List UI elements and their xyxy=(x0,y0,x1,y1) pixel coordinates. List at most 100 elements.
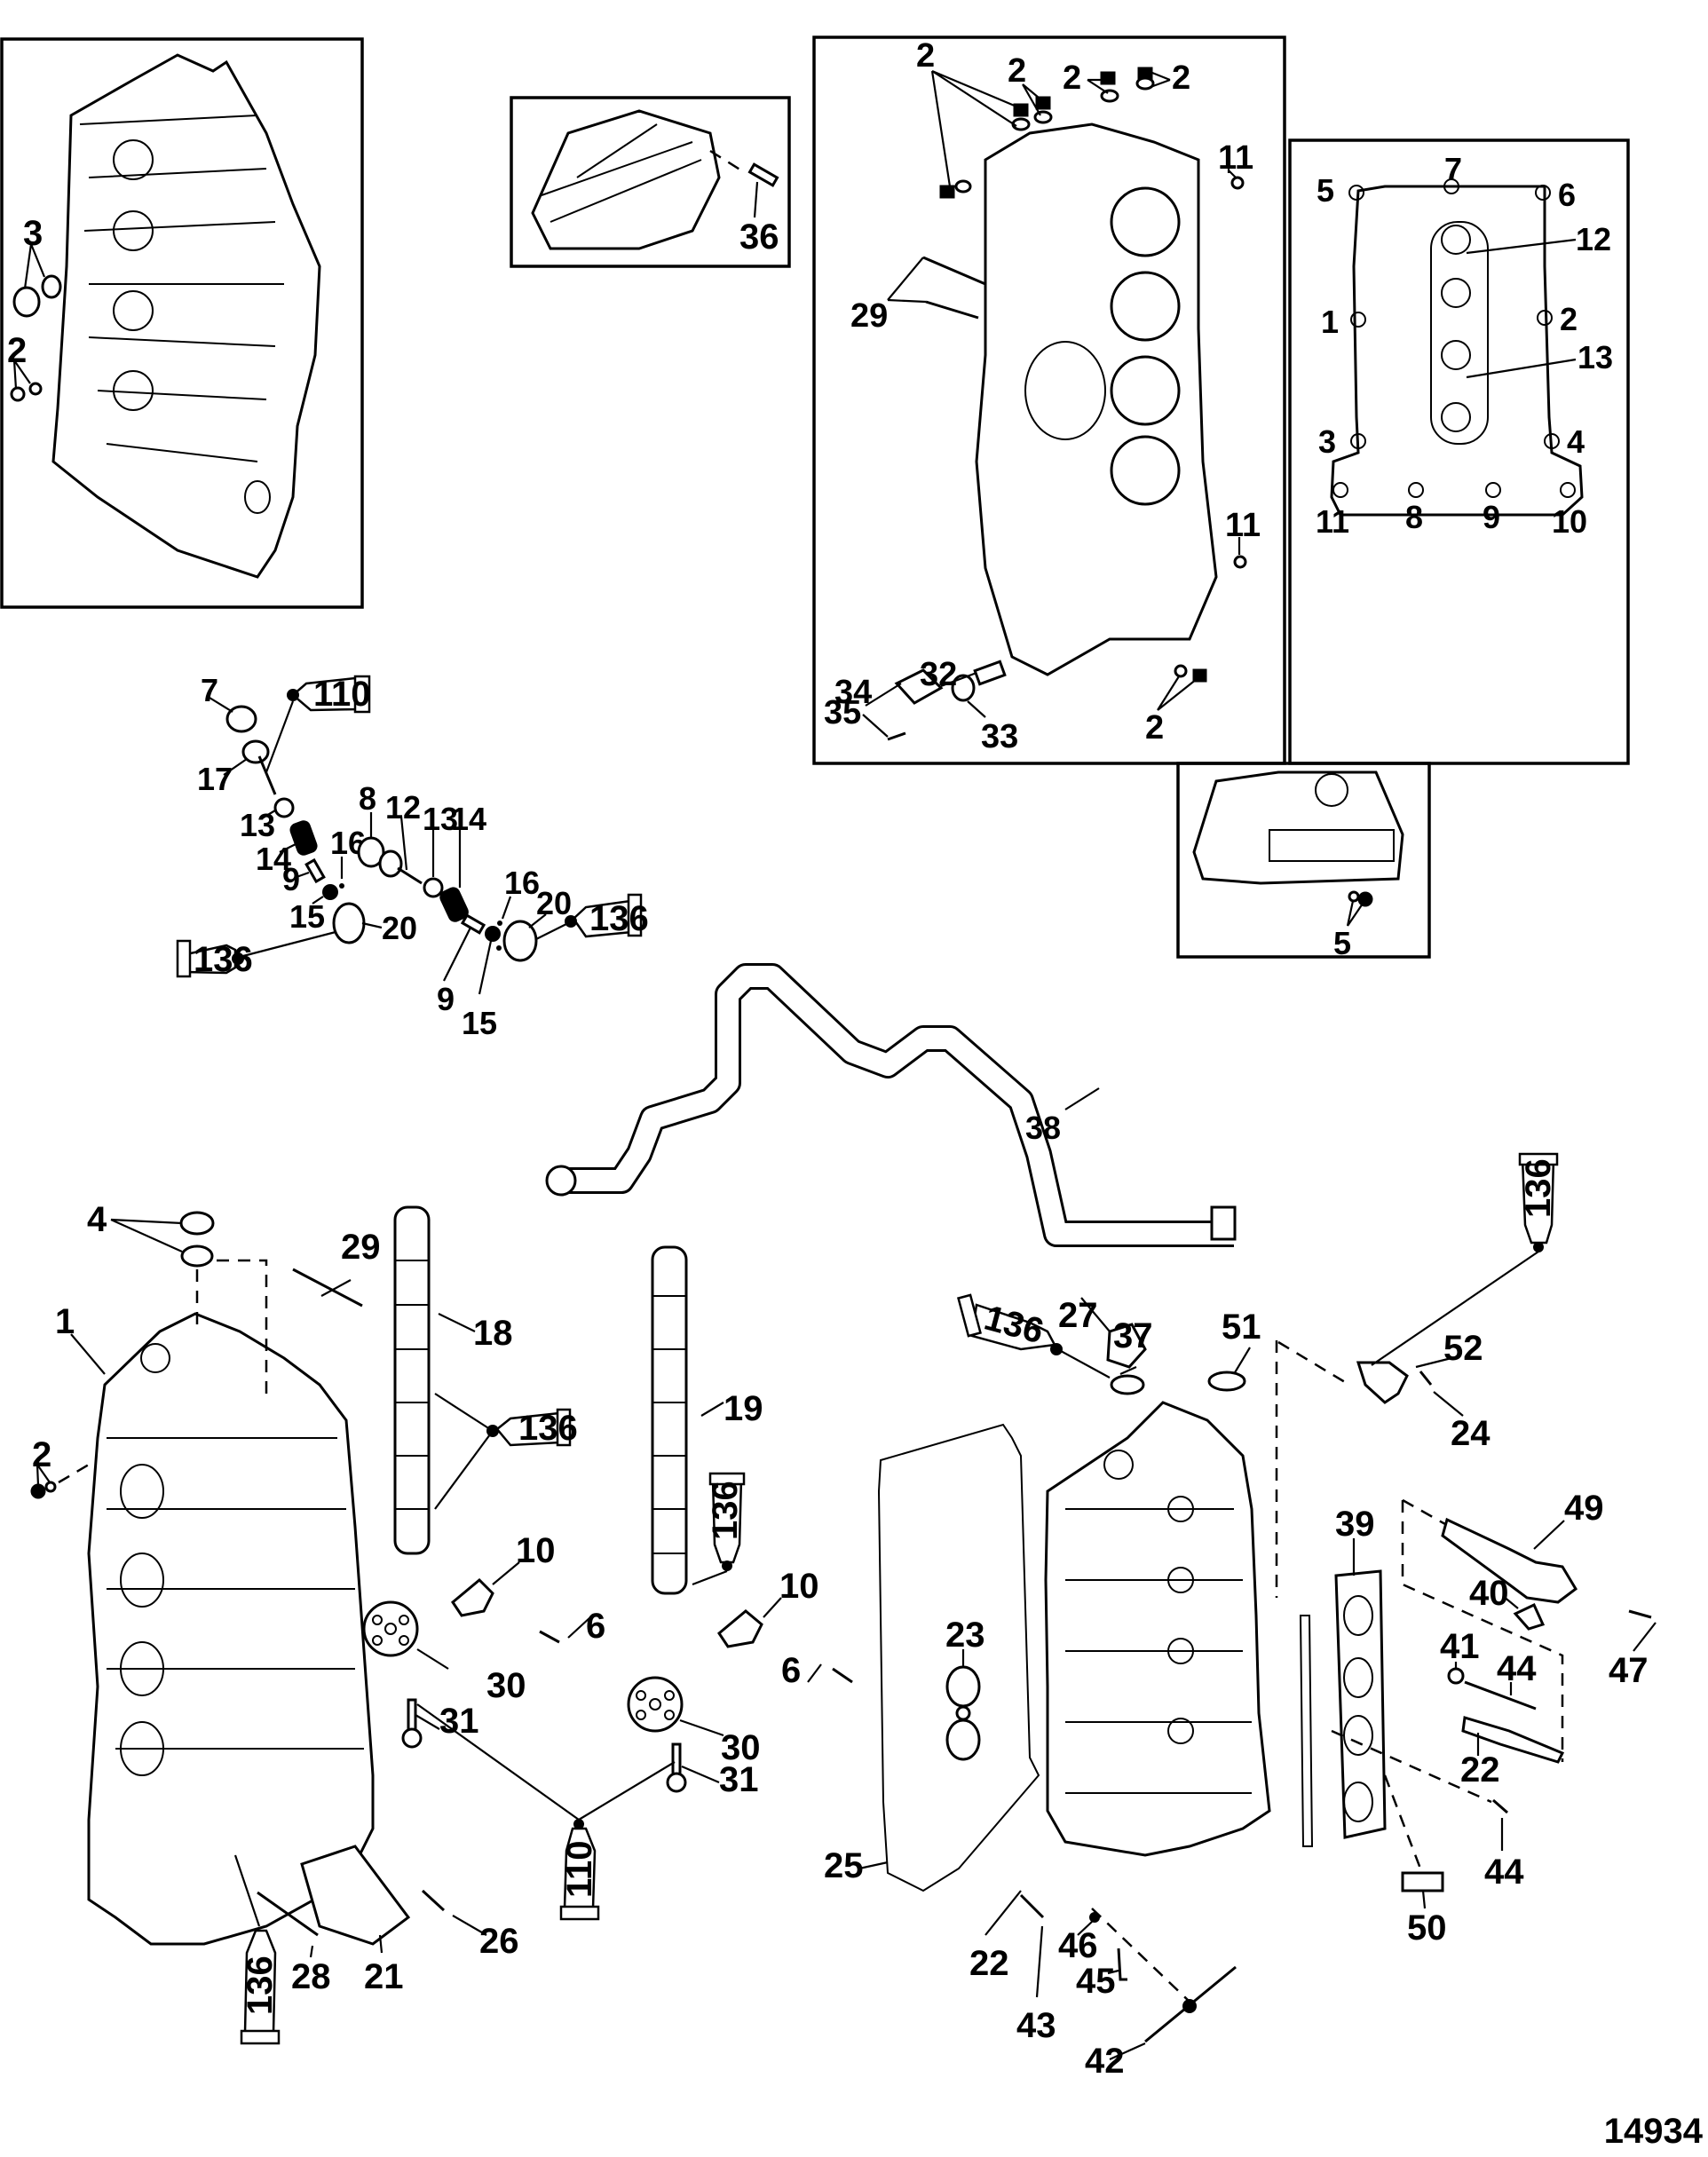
callout-2[interactable]: 2 xyxy=(1145,709,1164,747)
sealant-tube-136: 136 xyxy=(565,893,649,938)
callout-2[interactable]: 2 xyxy=(916,37,935,75)
callout-11[interactable]: 11 xyxy=(1218,139,1253,177)
callout-38[interactable]: 38 xyxy=(1025,1110,1061,1146)
callout-9[interactable]: 9 xyxy=(437,981,455,1017)
callout-25[interactable]: 39 xyxy=(1335,1505,1375,1544)
callout-22[interactable]: 22 xyxy=(969,1944,1009,1983)
callout-37[interactable]: 51 xyxy=(1222,1308,1261,1347)
sequence-10: 10 xyxy=(1552,503,1587,540)
callout-2[interactable]: 2 xyxy=(1063,59,1081,97)
callout-29[interactable]: 28 xyxy=(291,1957,331,1996)
callout-8[interactable]: 8 xyxy=(359,780,376,817)
callout-20[interactable]: 20 xyxy=(382,910,417,946)
callout-42[interactable]: 42 xyxy=(1085,2042,1125,2081)
sequence-11: 11 xyxy=(1316,503,1349,540)
callout-19[interactable]: 19 xyxy=(724,1389,763,1428)
callout-5[interactable]: 5 xyxy=(1333,925,1351,961)
callout-43[interactable]: 43 xyxy=(1016,2006,1056,2045)
valve-icon xyxy=(241,739,270,764)
callout-2[interactable]: 2 xyxy=(32,1435,51,1474)
callout-18[interactable]: 18 xyxy=(473,1314,513,1353)
callout-11[interactable]: 11 xyxy=(1225,507,1261,544)
callout-20[interactable]: 20 xyxy=(536,885,572,921)
callout-29[interactable]: 29 xyxy=(850,297,888,335)
sequence-5: 5 xyxy=(1317,172,1334,209)
callout-29[interactable]: 29 xyxy=(341,1228,381,1267)
callout-10[interactable]: 10 xyxy=(516,1531,556,1570)
callout-47[interactable]: 41 xyxy=(1440,1627,1480,1666)
rocker-cover-illustration xyxy=(1330,185,1584,517)
camshaft-intake: 18 136 10 6 30 31 xyxy=(362,1205,605,1749)
bolt-icon xyxy=(747,162,779,187)
callout-28[interactable]: 21 xyxy=(364,1957,404,1996)
callout-30[interactable]: 30 xyxy=(721,1728,761,1767)
callout-21[interactable]: 26 xyxy=(479,1922,519,1961)
callout-2[interactable]: 2 xyxy=(1008,52,1026,90)
callout-17[interactable]: 17 xyxy=(197,761,233,797)
callout-6[interactable]: 6 xyxy=(586,1607,605,1646)
callout-13[interactable]: 13 xyxy=(240,807,275,843)
cylinder-head-main: 4 29 1 2 21 28 26 136 xyxy=(30,1200,519,2045)
callout-2[interactable]: 2 xyxy=(7,331,27,370)
callout-32[interactable]: 32 xyxy=(920,656,957,693)
callout-6[interactable]: 6 xyxy=(781,1651,801,1690)
callout-16[interactable]: 16 xyxy=(504,865,540,901)
callout-1[interactable]: 1 xyxy=(55,1302,75,1341)
callout-24[interactable]: 23 xyxy=(945,1616,985,1655)
sealant-tube-136: 136 xyxy=(240,1929,281,2045)
rocker-cover-gasket-illustration xyxy=(877,1423,1040,1892)
callout-10[interactable]: 10 xyxy=(779,1567,819,1606)
callout-27[interactable]: 37 xyxy=(1113,1316,1153,1355)
callout-4[interactable]: 4 xyxy=(87,1200,107,1239)
svg-text:136: 136 xyxy=(194,940,253,979)
fitting-icon xyxy=(973,660,1007,686)
cylinder-head-illustration xyxy=(87,1312,375,1946)
camshaft-icon xyxy=(393,1205,431,1555)
camshaft-exhaust: 19 136 10 6 30 31 110 xyxy=(416,1245,853,1921)
callout-15[interactable]: 15 xyxy=(462,1005,497,1041)
callout-45[interactable]: 45 xyxy=(1076,1962,1116,2001)
callout-9[interactable]: 9 xyxy=(282,861,300,897)
callout-14[interactable]: 14 xyxy=(256,841,291,877)
callout-31[interactable]: 31 xyxy=(719,1760,759,1799)
callout-26[interactable]: 27 xyxy=(1058,1296,1098,1335)
exhaust-gasket-icon xyxy=(1334,1569,1387,1839)
callout-30[interactable]: 30 xyxy=(486,1666,526,1705)
callout-14[interactable]: 14 xyxy=(451,801,486,837)
callout-12[interactable]: 12 xyxy=(385,789,421,826)
callout-49[interactable]: 40 xyxy=(1469,1574,1509,1613)
sealant-tube-136: 136 xyxy=(957,1293,1063,1355)
callout-2[interactable]: 2 xyxy=(1172,59,1190,97)
o-ring-icon xyxy=(1110,1374,1145,1395)
callout-33[interactable]: 33 xyxy=(981,718,1018,755)
callout-3[interactable]: 3 xyxy=(23,214,43,253)
callout-40[interactable]: 47 xyxy=(1609,1651,1649,1690)
callout-39[interactable]: 49 xyxy=(1564,1489,1604,1528)
callout-15[interactable]: 15 xyxy=(289,898,325,935)
callout-41[interactable]: 22 xyxy=(1460,1750,1500,1790)
callout-36[interactable]: 36 xyxy=(739,217,779,257)
callout-48[interactable]: 44 xyxy=(1497,1649,1537,1688)
sequence-2: 2 xyxy=(1560,301,1578,337)
lifter-icon xyxy=(502,920,538,962)
callout-13[interactable]: 13 xyxy=(423,801,458,837)
figure-number: 14934 xyxy=(1603,2112,1703,2151)
callout-23[interactable]: 25 xyxy=(824,1846,864,1885)
callout-44[interactable]: 44 xyxy=(1484,1853,1524,1892)
callout-46[interactable]: 46 xyxy=(1058,1926,1098,1965)
inset-head-side-view: 3 2 xyxy=(0,37,364,609)
cylinder-head-illustration xyxy=(51,53,321,579)
callout-51[interactable]: 52 xyxy=(1443,1329,1483,1368)
callout-35[interactable]: 35 xyxy=(824,694,861,731)
camshaft-position-sensor-icon xyxy=(1356,1361,1409,1404)
callout-50[interactable]: 50 xyxy=(1407,1908,1447,1948)
callout-52[interactable]: 24 xyxy=(1451,1414,1491,1453)
camshaft-cap-icon xyxy=(717,1609,763,1648)
callout-34[interactable]: 34 xyxy=(834,674,872,711)
callout-7[interactable]: 7 xyxy=(201,672,218,708)
rocker-cover-assembly: 136 27 37 51 25 23 22 xyxy=(824,1152,1657,2081)
svg-text:110: 110 xyxy=(313,675,371,714)
sealant-tube-136: 136 xyxy=(486,1408,578,1448)
svg-text:136: 136 xyxy=(706,1481,745,1540)
